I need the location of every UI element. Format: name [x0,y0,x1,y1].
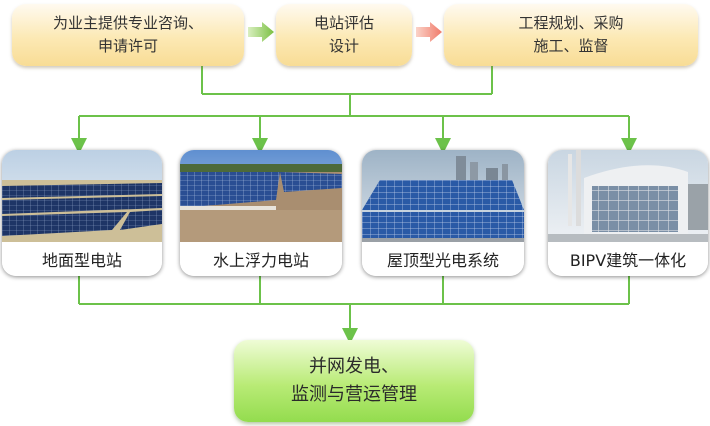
ground-station-photo [2,150,162,242]
step-consulting: 为业主提供专业咨询、 申请许可 [12,4,244,66]
arrow-right-green-icon [248,22,274,42]
step-construction: 工程规划、采购 施工、监督 [444,4,698,66]
card-ground-label: 地面型电站 [2,242,162,276]
rooftop-system-photo [362,150,524,242]
card-rooftop-label: 屋顶型光电系统 [362,242,524,276]
card-ground-station: 地面型电站 [2,150,162,276]
step-consulting-line2: 申请许可 [97,37,158,55]
card-floating-station: 水上浮力电站 [180,150,342,276]
step-assessment: 电站评估 设计 [276,4,412,66]
step-construction-line1: 工程规划、采购 [518,14,624,32]
bipv-building-photo [548,150,708,242]
outcome-line1: 并网发电、 [309,356,399,377]
card-rooftop-system: 屋顶型光电系统 [362,150,524,276]
outcome-line2: 监测与营运管理 [291,384,417,405]
step-construction-line2: 施工、监督 [533,37,609,55]
outcome-grid-connection: 并网发电、 监测与营运管理 [234,340,474,422]
step-consulting-line1: 为业主提供专业咨询、 [52,14,203,32]
card-bipv-building: BIPV建筑一体化 [548,150,708,276]
floating-station-photo [180,150,342,242]
arrow-right-red-icon [416,22,442,42]
step-assessment-line2: 设计 [328,37,359,55]
card-floating-label: 水上浮力电站 [180,242,342,276]
card-bipv-label: BIPV建筑一体化 [548,242,708,276]
step-assessment-line1: 电站评估 [313,14,374,32]
